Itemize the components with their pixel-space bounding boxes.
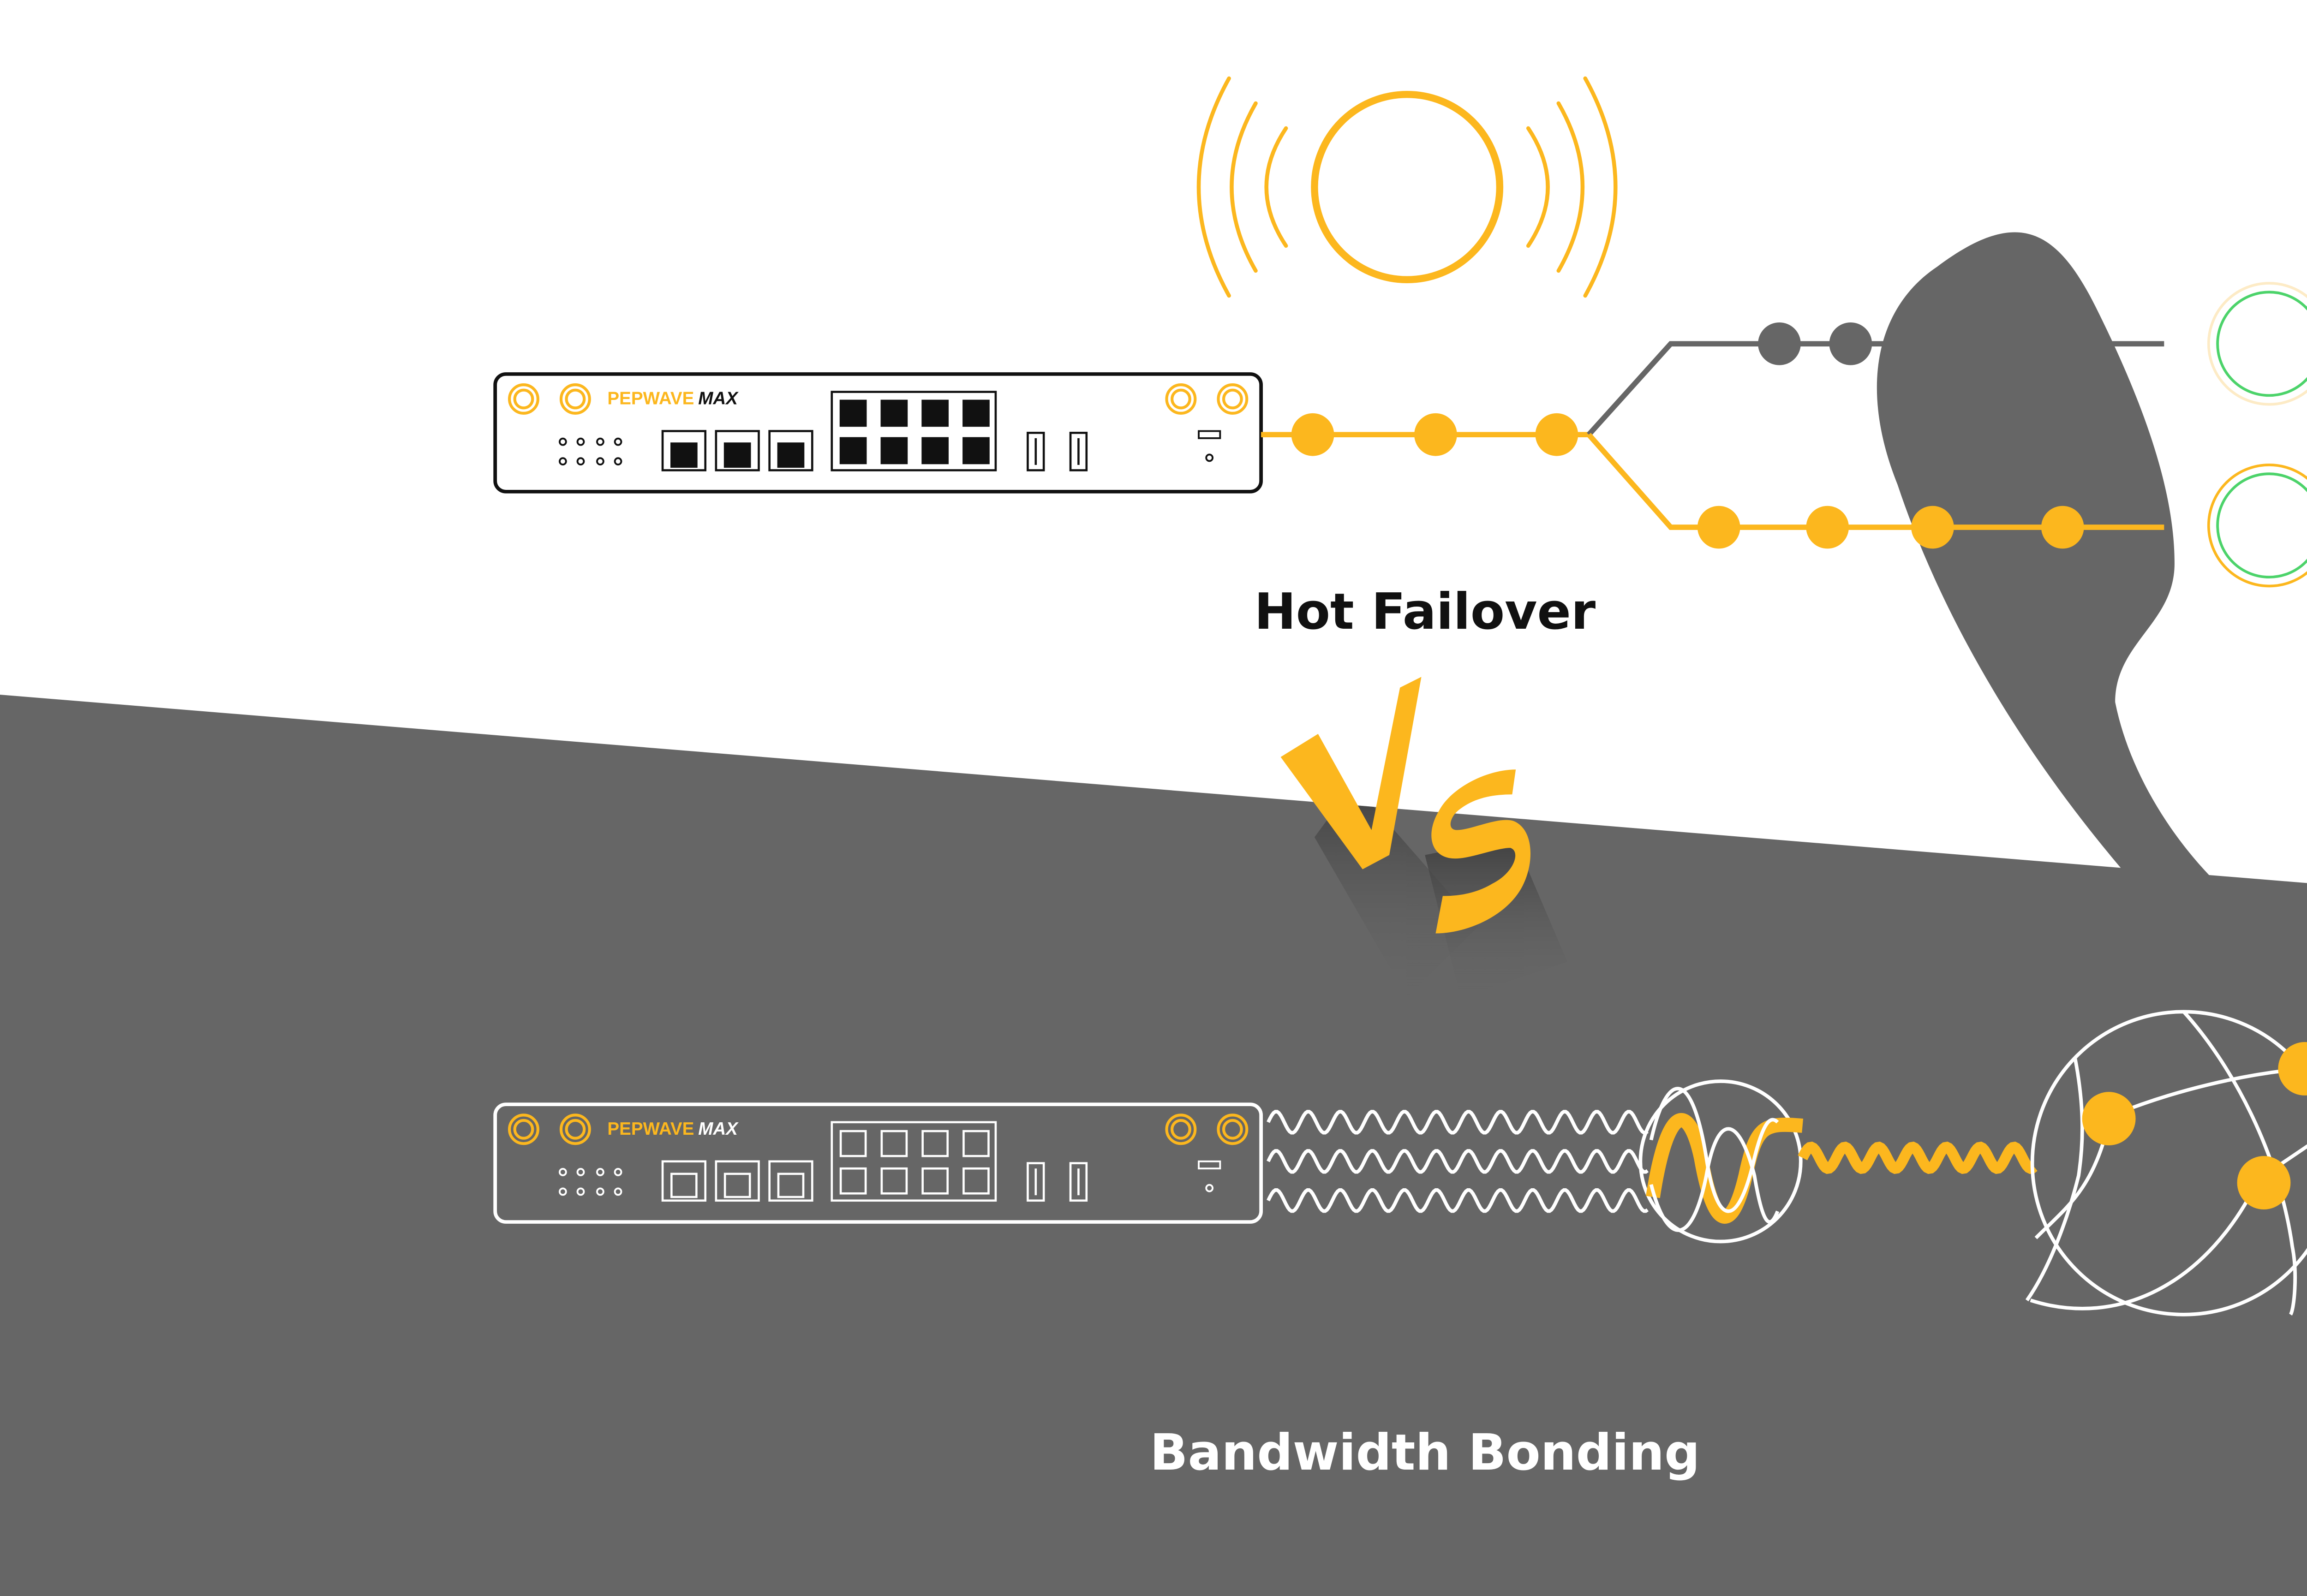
primary-path-node: [1961, 322, 2004, 365]
signal-arcs-left: [1196, 76, 1288, 298]
antenna-connectors: [508, 1114, 1249, 1145]
endpoint-phone-primary: [2207, 282, 2307, 406]
mini-usb-port: [1198, 430, 1221, 439]
reset-button: [1205, 453, 1214, 462]
input-link-wave: [1267, 1110, 1649, 1135]
router-brand: PEPWAVE: [607, 1119, 694, 1139]
endpoint-phone-backup: [2207, 464, 2307, 588]
hot-failover-title: Hot Failover: [1254, 583, 1596, 641]
router-brand: PEPWAVE: [607, 389, 694, 409]
phone-ringing-icon: [1196, 76, 2307, 1165]
usb-ports: [1027, 432, 1088, 471]
input-link-wave: [1267, 1149, 1649, 1174]
status-leds: [558, 1168, 622, 1196]
mini-usb-port: [1198, 1160, 1221, 1170]
input-link-wave: [1267, 1188, 1649, 1213]
usb-ports: [1027, 1162, 1088, 1202]
vs-letter-s: [1431, 769, 1531, 934]
antenna-connectors: [508, 383, 1249, 415]
vs-badge: [1280, 677, 1568, 998]
input-links: [1267, 1110, 1649, 1213]
primary-path-node: [1758, 322, 1801, 365]
backup-path: [1587, 433, 2164, 549]
router-bottom: PEPWAVE MAX: [493, 1102, 1263, 1224]
router-model: MAX: [698, 1119, 739, 1139]
wave-combiner-icon: [1638, 1079, 1804, 1244]
globe-node: [2237, 1156, 2291, 1210]
backup-path-node: [1697, 506, 1740, 549]
ethernet-ports: [661, 1121, 997, 1202]
ethernet-ports: [661, 391, 997, 471]
trunk-node: [1414, 413, 1457, 456]
signal-arcs-right: [1526, 76, 1618, 298]
globe-icon: [2025, 1010, 2307, 1316]
bandwidth-bonding-title: Bandwidth Bonding: [1150, 1424, 1700, 1482]
bonded-output-wave: [1798, 1141, 2038, 1174]
trunk-node: [1291, 413, 1334, 456]
primary-path: [1587, 322, 2164, 437]
globe-node: [2278, 1042, 2307, 1096]
globe-node: [2082, 1092, 2136, 1146]
backup-path-node: [2041, 506, 2084, 549]
reset-button: [1205, 1184, 1214, 1192]
backup-path-node: [1911, 506, 1954, 549]
router-top: PEPWAVE MAX: [493, 372, 1263, 494]
backup-path-node: [1806, 506, 1849, 549]
trunk-node: [1535, 413, 1578, 456]
combined-wave: [1646, 1113, 1804, 1224]
vs-letter-v: [1280, 677, 1422, 869]
status-leds: [558, 437, 622, 466]
trunk-path: [1261, 413, 1589, 456]
primary-path-node: [1829, 322, 1872, 365]
router-model: MAX: [698, 389, 739, 409]
